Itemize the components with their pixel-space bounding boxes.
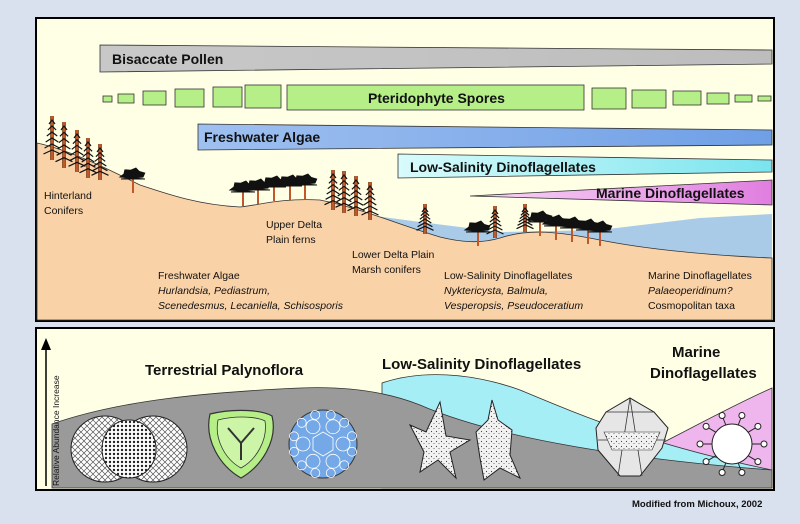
marine-dinoflagellates-label: Marine Dinoflagellates (596, 185, 745, 201)
marine-taxa: Marine Dinoflagellates Palaeoperidinum? … (648, 270, 755, 312)
low-salinity-cyst-2 (475, 399, 522, 481)
upper-delta-label: Upper Delta Plain ferns (266, 219, 325, 246)
marine-cyst-2 (696, 412, 768, 476)
low-salinity-heading: Low-Salinity Dinoflagellates (382, 356, 581, 373)
bisaccate-pollen-band (99, 44, 773, 73)
terrestrial-heading: Terrestrial Palynoflora (145, 362, 304, 379)
low-salinity-taxa-line1: Nyktericysta, Balmula, (444, 285, 548, 297)
marine-taxa-line1: Palaeoperidinum? (648, 285, 733, 297)
y-axis-label: Relative Abundance Increase (51, 375, 61, 486)
marine-heading-line2: Dinoflagellates (650, 365, 757, 382)
conifer-tree (79, 138, 97, 178)
upper-delta-label-line1: Upper Delta (266, 219, 322, 231)
bisaccate-pollen-label: Bisaccate Pollen (112, 51, 223, 67)
freshwater-taxa-line2: Scenedesmus, Lecaniella, Schisosporis (158, 300, 344, 312)
y-axis-arrow-head (41, 338, 51, 350)
conifer-tree (324, 170, 342, 210)
pediastrum-colony (288, 409, 358, 479)
fern-plant (118, 167, 146, 193)
freshwater-taxa: Freshwater Algae Hurlandsia, Pediastrum,… (158, 270, 344, 312)
trilete-spore (208, 409, 274, 479)
conifer-tree (516, 204, 534, 232)
conifer-tree (486, 206, 504, 238)
freshwater-algae-label: Freshwater Algae (204, 129, 320, 145)
lower-delta-label-line1: Lower Delta Plain (352, 249, 434, 261)
freshwater-taxa-title: Freshwater Algae (158, 270, 240, 282)
lower-delta-label: Lower Delta Plain Marsh conifers (352, 249, 437, 276)
hinterland-label-line1: Hinterland (44, 190, 92, 202)
fern-clumps (118, 167, 613, 246)
marine-heading-line1: Marine (672, 344, 720, 361)
low-salinity-taxa: Low-Salinity Dinoflagellates Nyktericyst… (444, 270, 583, 312)
low-salinity-band (397, 153, 773, 179)
low-salinity-taxa-line2: Vesperopsis, Pseudoceratium (444, 300, 583, 312)
hinterland-conifers (43, 116, 534, 238)
conifer-tree (361, 182, 379, 220)
pteridophyte-spores-band (102, 84, 772, 111)
conifer-tree (91, 144, 109, 180)
freshwater-algae-band (197, 123, 773, 151)
marine-heading: Marine Dinoflagellates (650, 344, 757, 382)
hinterland-label: Hinterland Conifers (44, 190, 95, 217)
bisaccate-pollen-grain (70, 415, 188, 483)
conifer-tree (43, 116, 61, 160)
hinterland-label-line2: Conifers (44, 205, 83, 217)
credit-text: Modified from Michoux, 2002 (632, 499, 762, 510)
low-salinity-label: Low-Salinity Dinoflagellates (410, 159, 596, 175)
upper-delta-label-line2: Plain ferns (266, 234, 316, 246)
coastal-land (36, 142, 773, 321)
conifer-tree (55, 122, 73, 168)
conifer-tree (347, 176, 365, 216)
low-salinity-cyst-1 (408, 400, 472, 480)
low-salinity-taxa-title: Low-Salinity Dinoflagellates (444, 270, 572, 282)
lower-delta-label-line2: Marsh conifers (352, 264, 421, 276)
fern-plant (463, 220, 491, 246)
conifer-tree (416, 204, 434, 234)
marine-dinoflagellates-band (469, 179, 773, 206)
conifer-tree (335, 171, 353, 213)
fern-plant (290, 173, 318, 199)
conifer-tree (68, 130, 86, 172)
marine-cyst-1 (595, 397, 669, 477)
marine-taxa-title: Marine Dinoflagellates (648, 270, 752, 282)
freshwater-taxa-line1: Hurlandsia, Pediastrum, (158, 285, 270, 297)
marine-taxa-line2: Cosmopolitan taxa (648, 300, 735, 312)
pteridophyte-spores-label: Pteridophyte Spores (368, 90, 505, 106)
fern-plant (585, 220, 613, 246)
